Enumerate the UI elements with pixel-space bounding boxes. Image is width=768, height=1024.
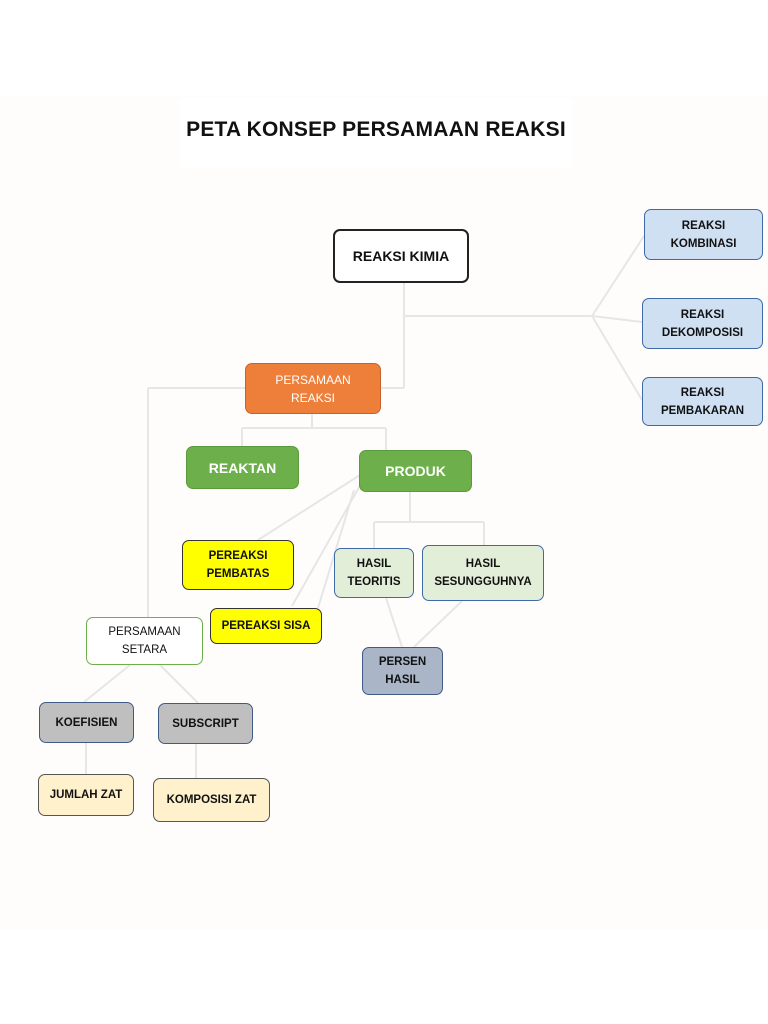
node-komposisi-zat: KOMPOSISI ZAT [153,778,270,822]
node-reaksi-dekomposisi: REAKSI DEKOMPOSISI [642,298,763,349]
title-panel [180,98,572,168]
node-produk: PRODUK [359,450,472,492]
connector-setara-koefisien [83,664,131,703]
connector-to-kombinasi [591,235,645,317]
node-reaksi-kimia: REAKSI KIMIA [333,229,469,283]
node-persen-hasil: PERSEN HASIL [362,647,443,695]
node-pereaksi-sisa: PEREAKSI SISA [210,608,322,644]
node-hasil-sesungguhnya: HASIL SESUNGGUHNYA [422,545,544,601]
node-reaktan: REAKTAN [186,446,299,489]
connector-produk-pembatas [257,474,361,541]
connector-to-pembakaran [591,315,643,401]
node-reaksi-kombinasi: REAKSI KOMBINASI [644,209,763,260]
node-persamaan-reaksi: PERSAMAAN REAKSI [245,363,381,414]
diagram-title: PETA KONSEP PERSAMAAN REAKSI [186,118,566,141]
node-reaksi-pembakaran: REAKSI PEMBAKARAN [642,377,763,426]
connector-teoritis-persen [385,597,403,648]
connector-setara-subscript [159,664,199,704]
node-koefisien: KOEFISIEN [39,702,134,743]
connector-sesungguhnya-persen [413,600,463,648]
node-jumlah-zat: JUMLAH ZAT [38,774,134,816]
node-pereaksi-pembatas: PEREAKSI PEMBATAS [182,540,294,590]
node-subscript: SUBSCRIPT [158,703,253,744]
connector-to-dekomposisi [591,315,643,323]
node-hasil-teoritis: HASIL TEORITIS [334,548,414,598]
node-persamaan-setara: PERSAMAAN SETARA [86,617,203,665]
